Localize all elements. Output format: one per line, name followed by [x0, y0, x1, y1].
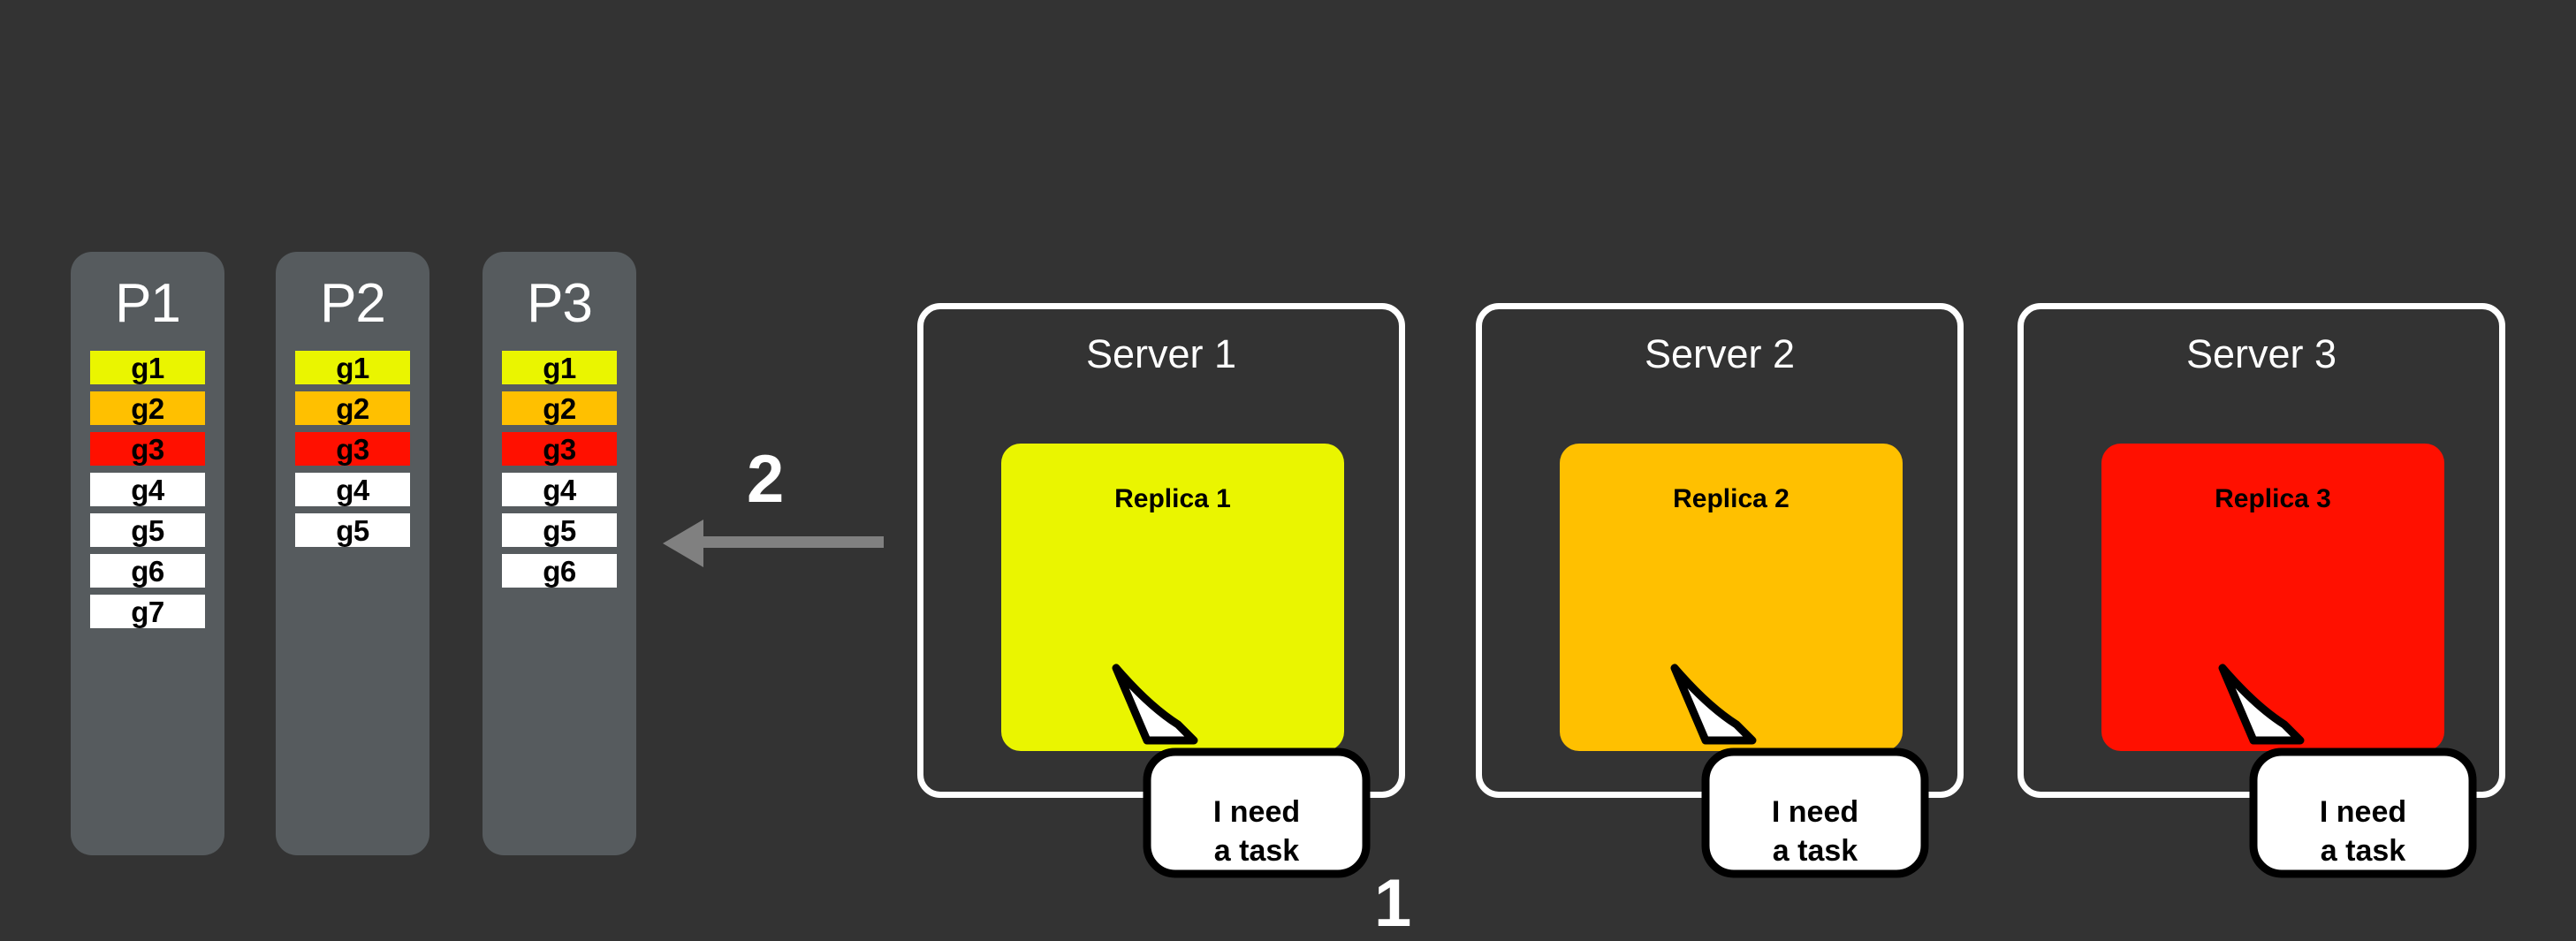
task-chip[interactable]: g4 — [295, 473, 410, 506]
task-chip[interactable]: g2 — [295, 391, 410, 425]
step-label-2: 2 — [747, 442, 785, 517]
speech-bubble-text: I need a task — [2319, 795, 2407, 868]
speech-bubble-text: I need a task — [1771, 795, 1859, 868]
partition-title: P2 — [320, 273, 386, 334]
task-chip[interactable]: g3 — [90, 432, 205, 466]
server-title: Server 1 — [1085, 331, 1237, 376]
partition-p1: P1 g1 g2 g3 g4 g5 g6 g7 — [71, 252, 224, 855]
server-title: Server 3 — [2185, 331, 2337, 376]
task-chip[interactable]: g2 — [90, 391, 205, 425]
flow-arrow-left — [663, 512, 884, 574]
task-list: g1 g2 g3 g4 g5 g6 g7 — [71, 351, 224, 628]
task-chip[interactable]: g1 — [502, 351, 617, 384]
task-list: g1 g2 g3 g4 g5 — [276, 351, 429, 547]
replica-label: Replica 3 — [2215, 484, 2331, 513]
speech-bubble-shape — [2218, 664, 2477, 878]
task-chip[interactable]: g6 — [502, 554, 617, 588]
task-chip[interactable]: g2 — [502, 391, 617, 425]
task-chip[interactable]: g5 — [502, 513, 617, 547]
task-chip[interactable]: g4 — [90, 473, 205, 506]
replica-label: Replica 2 — [1673, 484, 1790, 513]
task-chip[interactable]: g7 — [90, 595, 205, 628]
step-label-1: 1 — [1374, 866, 1412, 941]
task-chip[interactable]: g1 — [295, 351, 410, 384]
task-list: g1 g2 g3 g4 g5 g6 — [483, 351, 636, 588]
partition-p3: P3 g1 g2 g3 g4 g5 g6 — [483, 252, 636, 855]
task-chip[interactable]: g1 — [90, 351, 205, 384]
speech-bubble-server-3: I need a task — [2218, 664, 2477, 878]
server-box-1: Server 1 Replica 1 — [917, 303, 1405, 798]
speech-bubble-server-1: I need a task — [1112, 664, 1371, 878]
replica-box-3[interactable]: Replica 3 — [2101, 444, 2444, 751]
server-box-2: Server 2 Replica 2 — [1476, 303, 1964, 798]
server-title: Server 2 — [1644, 331, 1796, 376]
partition-title: P3 — [527, 273, 593, 334]
replica-box-2[interactable]: Replica 2 — [1560, 444, 1903, 751]
replica-label: Replica 1 — [1114, 484, 1231, 513]
arrow-icon — [663, 520, 884, 567]
speech-bubble-shape — [1112, 664, 1371, 878]
speech-bubble-shape — [1670, 664, 1929, 878]
task-chip[interactable]: g5 — [90, 513, 205, 547]
task-chip[interactable]: g3 — [295, 432, 410, 466]
replica-box-1[interactable]: Replica 1 — [1001, 444, 1344, 751]
speech-bubble-text: I need a task — [1212, 795, 1301, 868]
task-chip[interactable]: g4 — [502, 473, 617, 506]
speech-bubble-server-2: I need a task — [1670, 664, 1929, 878]
task-chip[interactable]: g3 — [502, 432, 617, 466]
task-chip[interactable]: g6 — [90, 554, 205, 588]
partition-title: P1 — [115, 273, 181, 334]
task-chip[interactable]: g5 — [295, 513, 410, 547]
partition-p2: P2 g1 g2 g3 g4 g5 — [276, 252, 429, 855]
